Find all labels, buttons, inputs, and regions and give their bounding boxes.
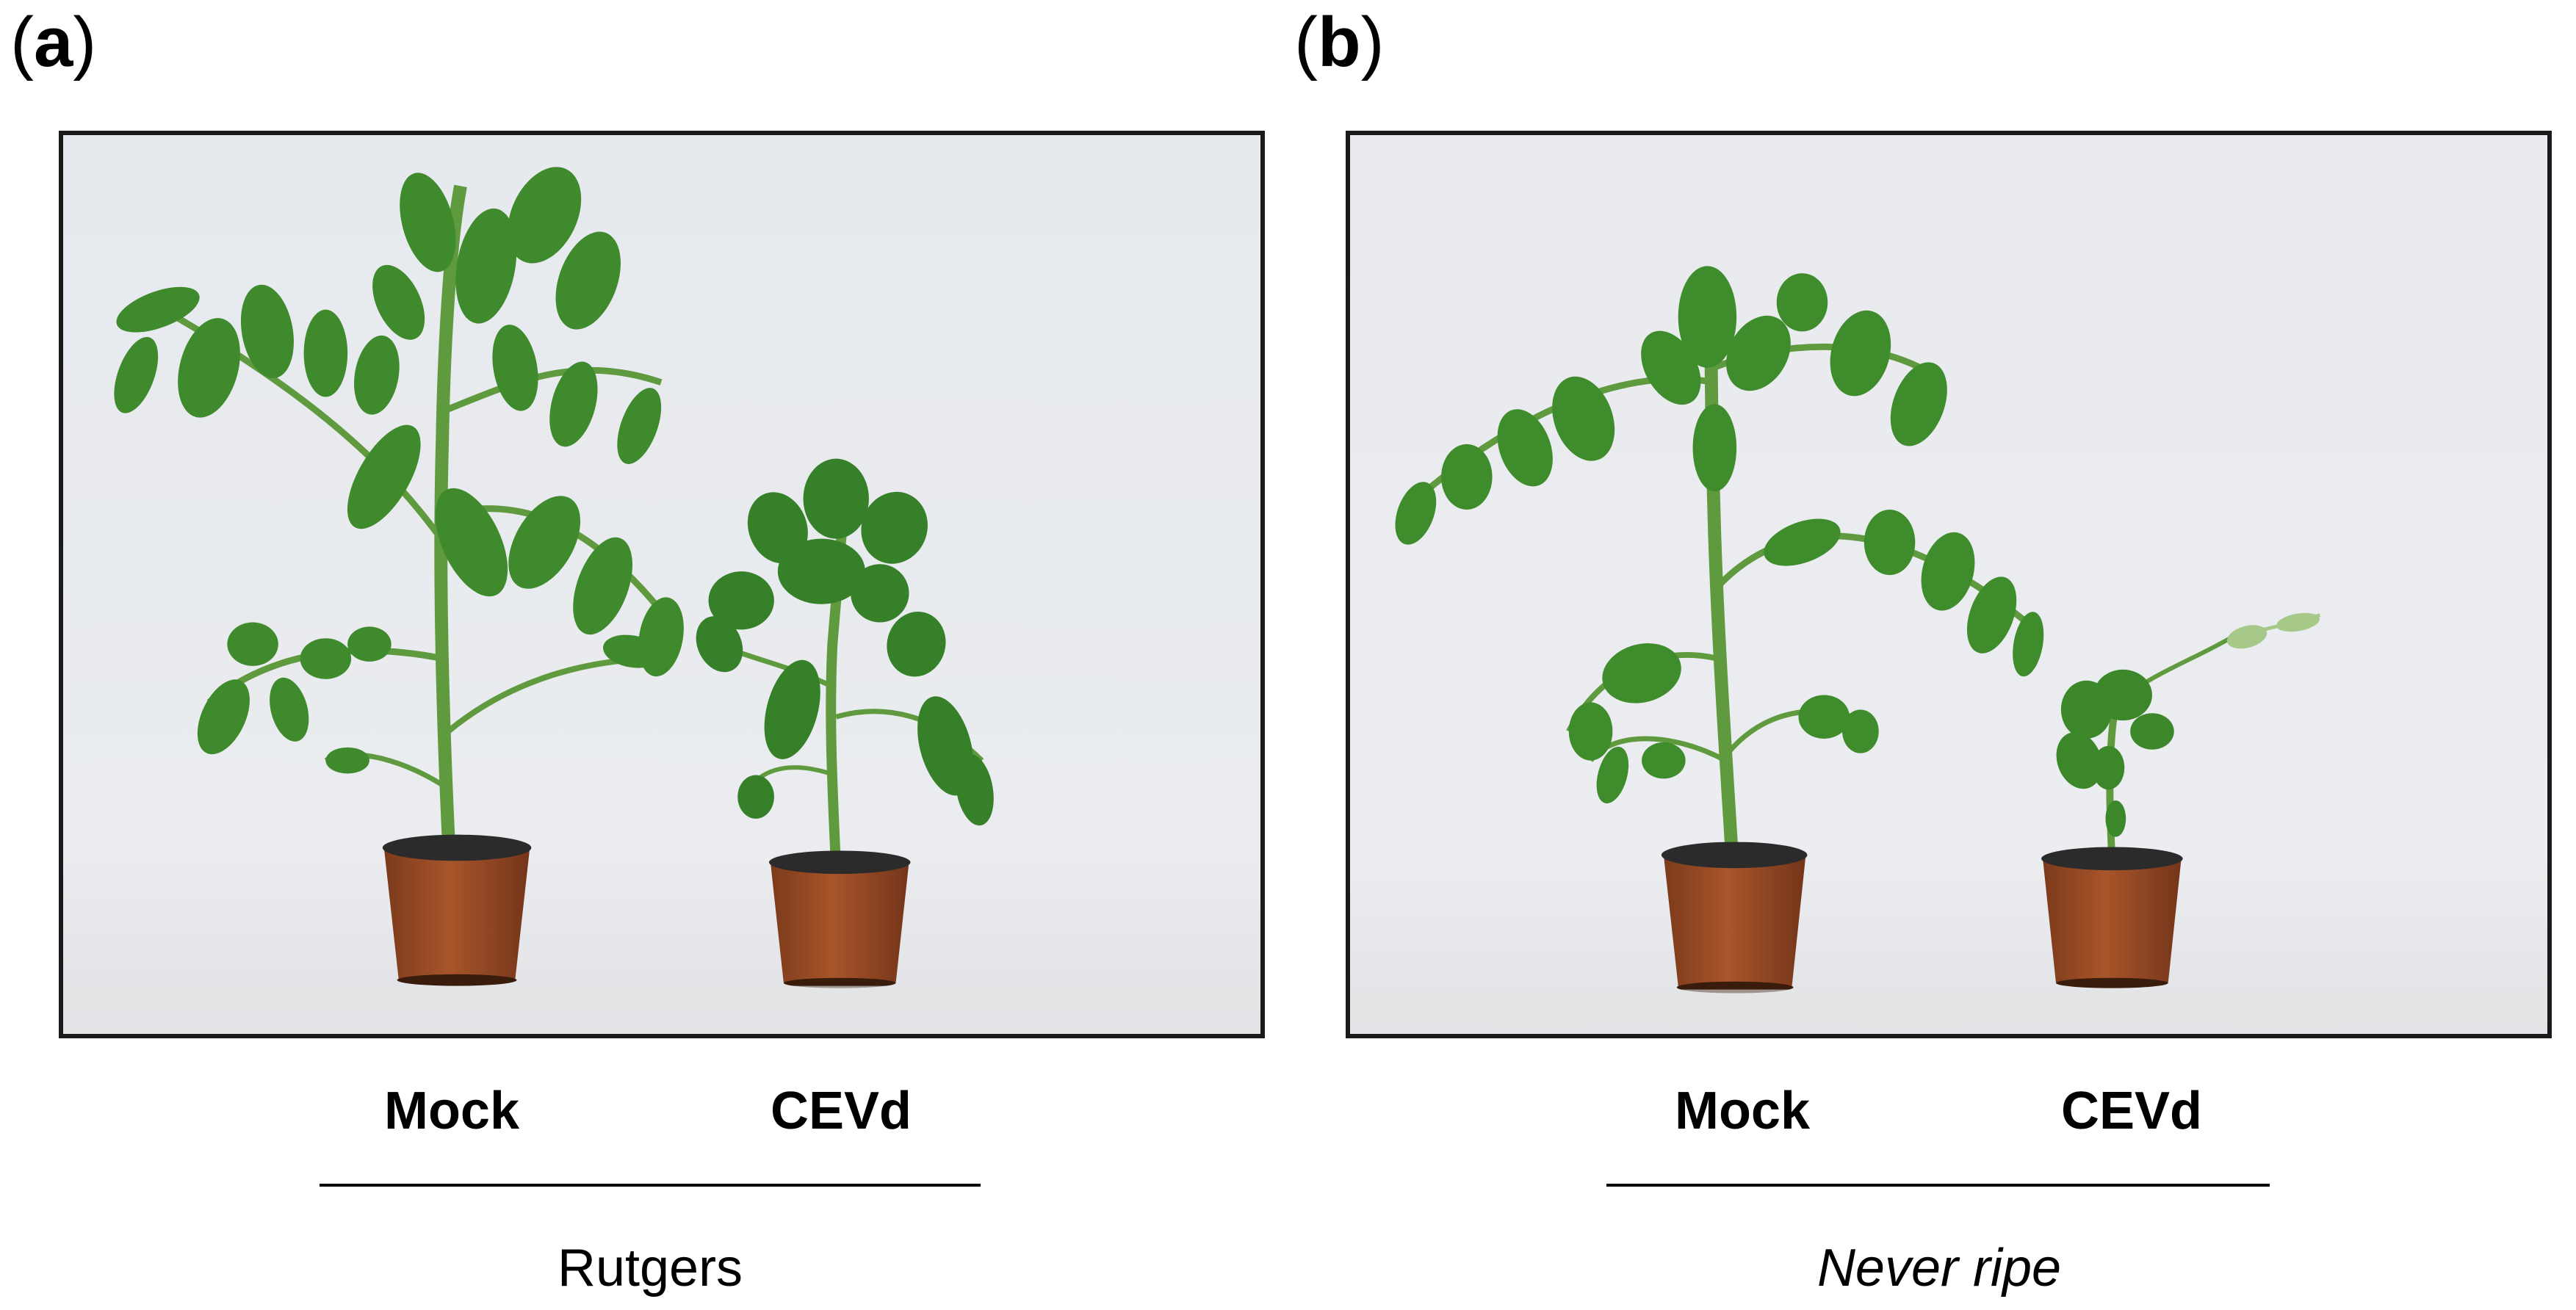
- mock-plant-b: [1395, 266, 2044, 870]
- panel-a-cevd-label: CEVd: [770, 1082, 912, 1140]
- wall-background: [63, 135, 1260, 1034]
- cevd-pot-b: [2041, 847, 2183, 988]
- panel-b-photo-svg: [1350, 135, 2547, 1034]
- panel-b-cevd-label: CEVd: [2060, 1082, 2203, 1140]
- mock-pot-a: [382, 834, 532, 986]
- panel-a-group-rule: [320, 1184, 981, 1187]
- cevd-pot-a: [768, 850, 911, 988]
- panel-a-photo: [59, 131, 1265, 1038]
- panel-b-letter: (b): [1294, 3, 1385, 82]
- mock-plant-a: [114, 167, 684, 863]
- panel-b-photo: [1346, 131, 2552, 1038]
- panel-b-group-rule: [1606, 1184, 2270, 1187]
- panel-a-photo-svg: [63, 135, 1260, 1034]
- cevd-plant-b: [2056, 612, 2321, 863]
- panel-a-cultivar: Rutgers: [557, 1239, 743, 1298]
- panel-a-letter: (a): [10, 3, 97, 82]
- mock-pot-b: [1661, 842, 1808, 994]
- cevd-plant-a: [696, 458, 994, 870]
- panel-b-cultivar: Never ripe: [1816, 1239, 2062, 1298]
- panel-a-mock-label: Mock: [383, 1082, 520, 1140]
- panel-b-mock-label: Mock: [1674, 1082, 1811, 1140]
